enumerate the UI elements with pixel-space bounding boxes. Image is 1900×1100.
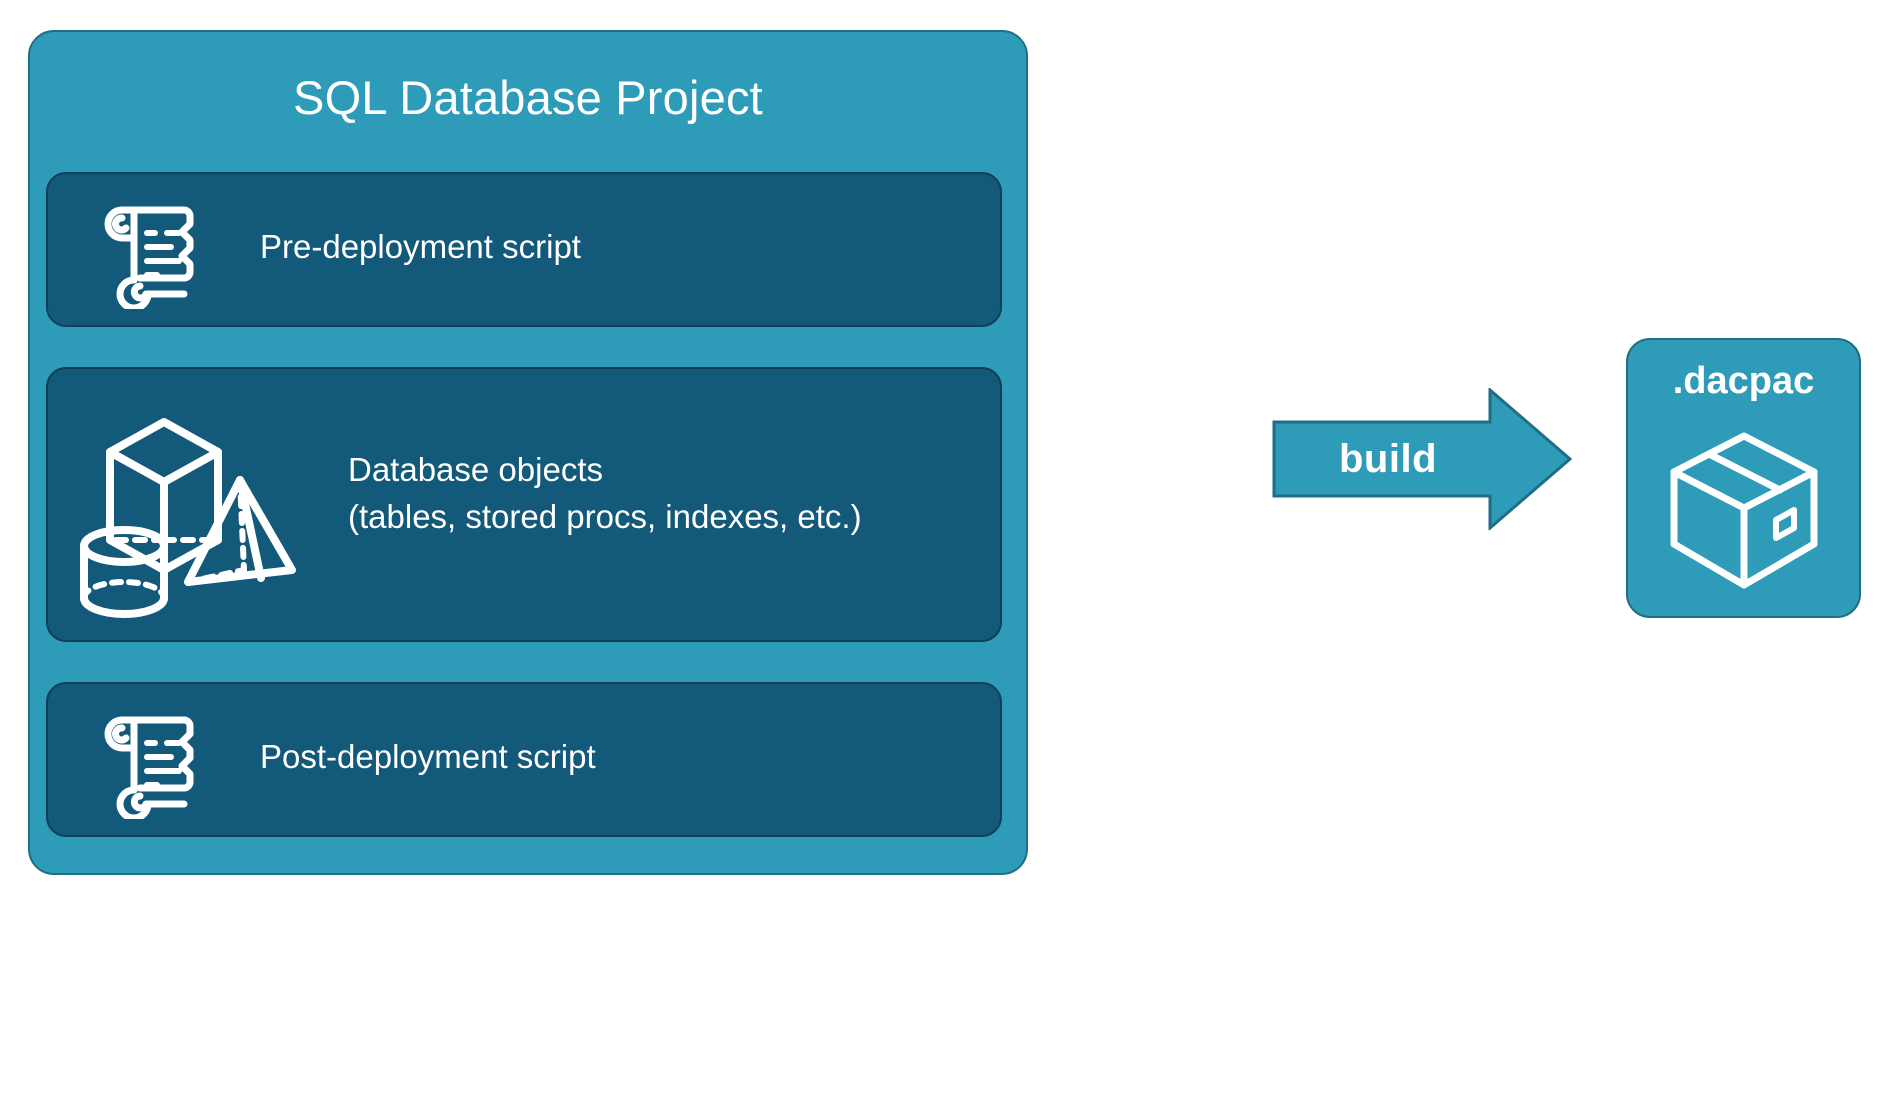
database-objects-icon-group — [68, 394, 318, 624]
cylinder-icon — [80, 526, 168, 618]
scroll-icon — [92, 194, 212, 312]
dacpac-label: .dacpac — [1672, 360, 1815, 402]
card-database-objects[interactable]: Database objects (tables, stored procs, … — [46, 367, 1002, 642]
package-box-icon — [1664, 428, 1824, 593]
pyramid-icon — [184, 476, 296, 586]
arrow-right-icon — [1272, 386, 1573, 532]
card-pre-deployment[interactable]: Pre-deployment script — [46, 172, 1002, 327]
project-title: SQL Database Project — [293, 71, 763, 124]
card-pre-deployment-label: Pre-deployment script — [260, 228, 581, 265]
card-database-objects-label: Database objects (tables, stored procs, … — [348, 451, 862, 535]
card-post-deployment-label: Post-deployment script — [260, 738, 596, 775]
scroll-icon — [92, 704, 212, 822]
build-arrow: build — [1272, 386, 1573, 532]
sql-database-project-container: SQL Database Project — [28, 30, 1028, 875]
card-post-deployment[interactable]: Post-deployment script — [46, 682, 1002, 837]
dacpac-output-box[interactable]: .dacpac — [1626, 338, 1861, 618]
